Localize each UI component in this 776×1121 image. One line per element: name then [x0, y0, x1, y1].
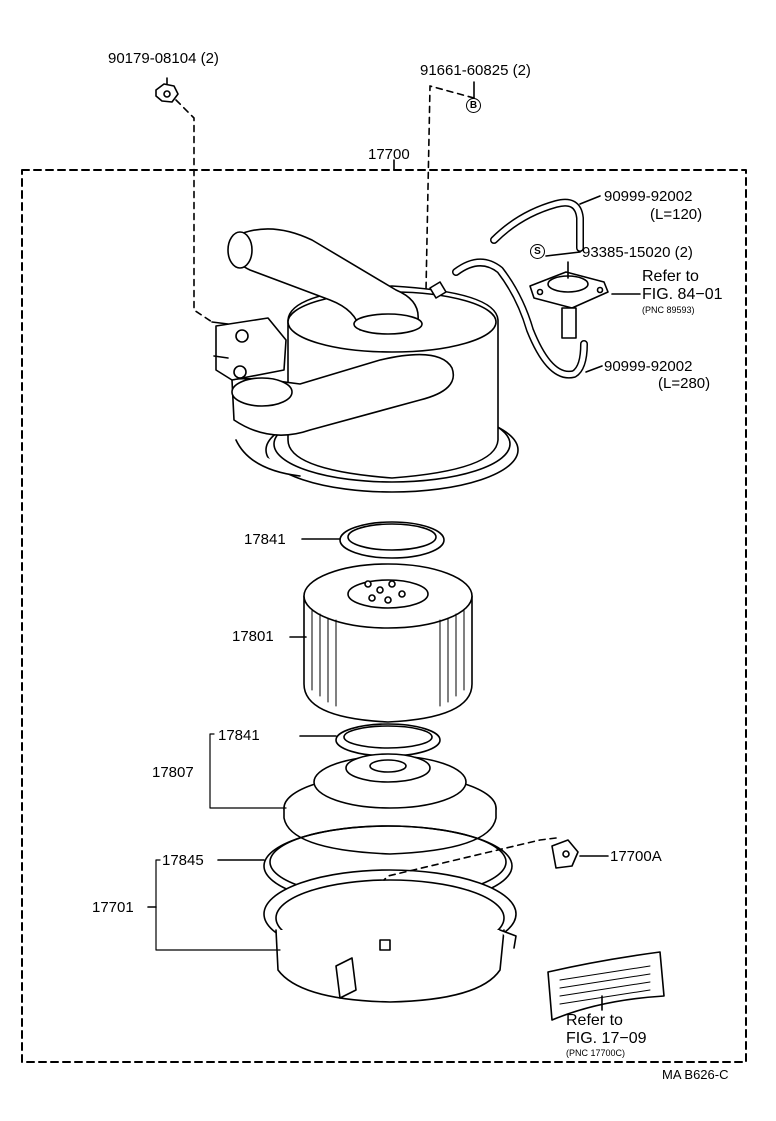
label-l280: (L=280): [658, 375, 711, 392]
label-pnc-89593: (PNC 89593): [642, 305, 695, 315]
case-inner-17807: [283, 753, 497, 855]
label-90179-08104: 90179-08104 (2): [108, 50, 219, 67]
case-17701: [263, 869, 517, 1003]
label-93385-15020: 93385-15020 (2): [582, 244, 693, 261]
leader-93385: [545, 251, 581, 257]
label-l120: (L=120): [650, 206, 703, 223]
dash-leader-clip: [383, 837, 557, 881]
bracket-17807: [209, 733, 287, 809]
diagram-code: MA B626-C: [662, 1067, 729, 1082]
label-plate: [547, 951, 665, 1021]
marker-s: S: [530, 244, 545, 259]
label-90999-92002-b: 90999-92002: [604, 358, 693, 375]
leader-90999-a: [579, 195, 601, 205]
label-17700a: 17700A: [610, 848, 662, 865]
assembly-boundary: [21, 169, 747, 1063]
hose-l280: [452, 258, 588, 379]
dash-leader-nut: [175, 99, 213, 323]
vacuum-valve: [529, 261, 609, 339]
label-91661-60825: 91661-60825 (2): [420, 62, 531, 79]
clip-17700a: [551, 839, 579, 869]
hose-l120: [490, 198, 584, 252]
label-17841-lower: 17841: [218, 727, 260, 744]
nut-90179: [155, 83, 179, 103]
marker-b: B: [466, 98, 481, 113]
label-17700: 17700: [368, 146, 410, 163]
gasket-17841-upper: [339, 521, 445, 559]
dash-leader-b: [425, 85, 475, 291]
label-refer-to-2: Refer to: [566, 1012, 623, 1029]
air-cleaner-cap: [211, 228, 519, 493]
label-fig-17-09: FIG. 17−09: [566, 1030, 647, 1047]
filter-pleats: [311, 609, 465, 707]
label-fig-84-01: FIG. 84−01: [642, 286, 723, 303]
bracket-17701: [155, 859, 281, 951]
label-90999-92002-a: 90999-92002: [604, 188, 693, 205]
label-17841-upper: 17841: [244, 531, 286, 548]
label-pnc-17700c: (PNC 17700C): [566, 1048, 626, 1058]
label-17807: 17807: [152, 764, 194, 781]
leader-90999-b: [585, 365, 603, 373]
gasket-17841-lower: [335, 723, 441, 757]
filter-element-17801: [303, 563, 473, 723]
label-17845: 17845: [162, 852, 204, 869]
label-17701: 17701: [92, 899, 134, 916]
label-17801: 17801: [232, 628, 274, 645]
label-refer-to-1: Refer to: [642, 268, 699, 285]
